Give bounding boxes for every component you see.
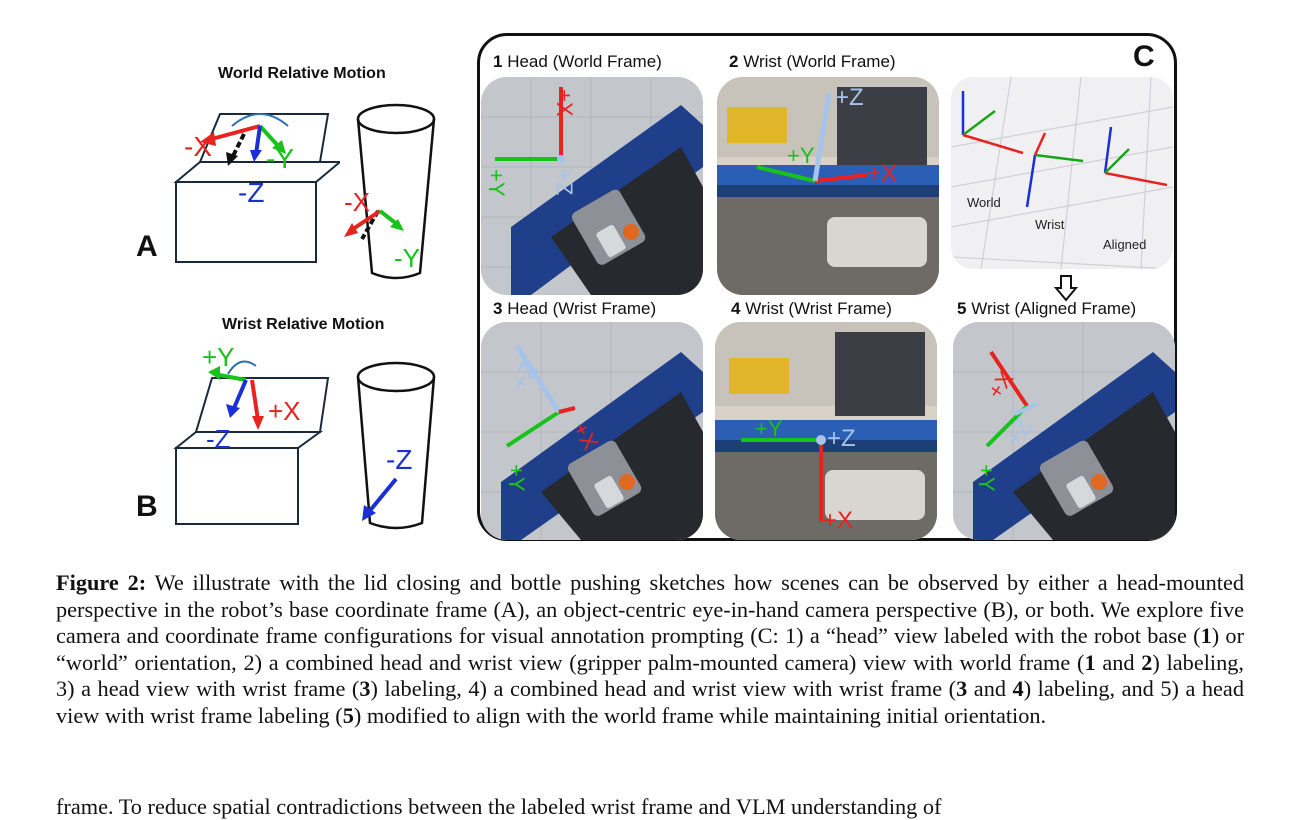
- caption-text-4: ) labeling, 3) a head view with wrist fr…: [56, 649, 1244, 702]
- box-a-label-z: -Z: [238, 177, 264, 208]
- photo-1-number: 1: [493, 52, 503, 71]
- caption-bold-3: 2: [1141, 649, 1153, 675]
- p2-label-y: +Y: [787, 143, 815, 168]
- body-text-line: frame. To reduce spatial contradictions …: [56, 794, 942, 819]
- caption-label: Figure 2:: [56, 570, 147, 595]
- photo-4-wrist-wrist: +Y +Z +X: [715, 322, 937, 540]
- cup-a-label-y: -Y: [394, 243, 420, 273]
- panel-c-letter: C: [1133, 40, 1155, 73]
- box-b-label-x: +X: [268, 396, 301, 426]
- panel-a-letter: A: [136, 230, 158, 263]
- caption-text-8: ) modified to align with the world frame…: [353, 702, 1047, 728]
- caption-bold-4: 3: [359, 676, 371, 702]
- down-arrow-icon: [1054, 275, 1078, 302]
- caption-text-1: We illustrate with the lid closing and b…: [56, 570, 1245, 649]
- photo-3-title: Head (Wrist Frame): [507, 299, 657, 318]
- photo-1-head-world: +X +Y +Z: [481, 77, 703, 295]
- panel-a-heading: World Relative Motion: [218, 65, 386, 82]
- cup-a-label-x: -X: [344, 187, 370, 217]
- photo-3-number: 3: [493, 299, 503, 318]
- p4-label-z: +Z: [827, 425, 856, 452]
- frame-label-wrist: Wrist: [1035, 217, 1065, 232]
- photo-5-aligned: +X +Z +Y: [953, 322, 1175, 540]
- panel-b-cup-sketch: -Z: [356, 361, 436, 530]
- caption-bold-6: 4: [1012, 676, 1024, 702]
- panel-b-box-sketch: +Y +X -Z: [173, 342, 330, 525]
- photo-2-wrist-world: +Z +Y +X: [717, 77, 939, 295]
- p3-label-y: +Y: [504, 464, 529, 492]
- p4-label-y: +Y: [755, 416, 783, 441]
- caption-bold-1: 1: [1200, 623, 1212, 649]
- p1-label-y: +Y: [484, 169, 509, 197]
- photo-1-label: 1 Head (World Frame): [493, 52, 662, 72]
- caption-text-7: ) labeling, and 5) a head view with wris…: [56, 676, 1244, 728]
- panel-a-cup-sketch: -X -Y: [344, 103, 436, 280]
- p1-label-z: +Z: [552, 169, 577, 195]
- photo-1-title: Head (World Frame): [507, 52, 662, 71]
- caption-bold-2: 1: [1084, 649, 1096, 675]
- caption-bold-5: 3: [956, 676, 968, 702]
- box-a-label-y: -Y: [266, 143, 294, 174]
- box-a-label-x: -X: [184, 131, 212, 162]
- p1-label-x: +X: [552, 89, 577, 117]
- photo-5-number: 5: [957, 299, 967, 318]
- caption-bold-7: 5: [342, 702, 354, 728]
- p2-label-z: +Z: [835, 84, 864, 111]
- frame-label-aligned: Aligned: [1103, 237, 1146, 252]
- figure-caption: Figure 2: We illustrate with the lid clo…: [56, 570, 1244, 730]
- photo-3-head-wrist: +Z +X +Y: [481, 322, 703, 540]
- photo-4-number: 4: [731, 299, 741, 318]
- caption-text-6: and: [967, 676, 1013, 702]
- p5-label-y: +Y: [974, 464, 999, 492]
- box-b-label-y: +Y: [202, 342, 235, 372]
- photo-4-title: Wrist (Wrist Frame): [745, 299, 892, 318]
- photo-2-label: 2 Wrist (World Frame): [729, 52, 896, 72]
- frames-diagram: World Wrist Aligned: [951, 77, 1173, 269]
- photo-2-number: 2: [729, 52, 739, 71]
- photo-5-label: 5 Wrist (Aligned Frame): [957, 299, 1136, 319]
- box-b-label-z: -Z: [206, 424, 231, 454]
- photo-2-title: Wrist (World Frame): [743, 52, 896, 71]
- p2-label-x: +X: [867, 160, 897, 187]
- caption-text-5: ) labeling, 4) a combined head and wrist…: [370, 676, 957, 702]
- cup-b-label-z: -Z: [386, 444, 412, 475]
- p4-label-x: +X: [823, 507, 853, 534]
- panel-b-heading: Wrist Relative Motion: [222, 316, 385, 333]
- photo-3-label: 3 Head (Wrist Frame): [493, 299, 656, 319]
- panel-b-letter: B: [136, 490, 158, 523]
- caption-text-3: and: [1095, 649, 1142, 675]
- photo-4-label: 4 Wrist (Wrist Frame): [731, 299, 892, 319]
- photo-5-title: Wrist (Aligned Frame): [971, 299, 1137, 318]
- caption-text-2: ) or “world” orientation, 2) a combined …: [56, 623, 1244, 675]
- frame-label-world: World: [967, 195, 1001, 210]
- panel-a-box-sketch: -X -Y -Z: [173, 113, 340, 263]
